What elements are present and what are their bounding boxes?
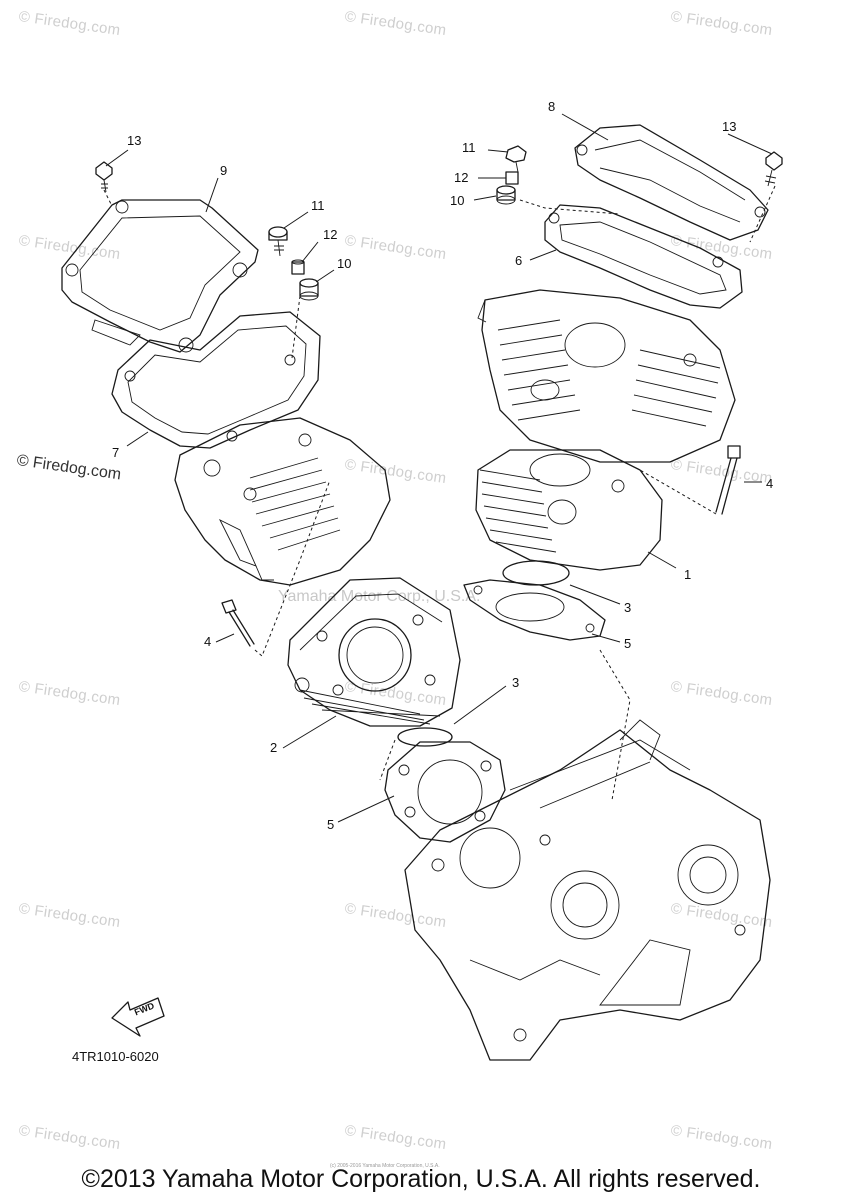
stud-bolt-4-left [221,599,255,647]
callout-4: 4 [204,634,212,649]
head-cover-rear [574,124,769,241]
callout-13: 13 [722,119,737,134]
bolt-11-right [505,145,527,173]
leader-lines [105,113,773,823]
callout-6: 6 [515,253,523,268]
callout-1: 1 [684,567,692,582]
head-cover-gasket-front [111,311,321,449]
cylinder-head-front [174,417,391,586]
cylinder-front [287,577,461,727]
bolt-13-right [764,151,783,187]
cylinder-rear [475,449,663,571]
fwd-arrow [111,997,165,1037]
diagram-code: 4TR1010-6020 [72,1049,159,1064]
head-cover-gasket-rear [544,204,743,309]
copyright-notice: ©2013 Yamaha Motor Corporation, U.S.A. A… [81,1165,761,1193]
bolt-13-left [95,161,113,193]
o-ring-3-lower [397,727,453,747]
callout-10: 10 [450,193,465,208]
callout-10: 10 [337,256,352,271]
cylinder-base-gasket-lower [384,741,506,843]
callout-5: 5 [327,817,335,832]
callout-3: 3 [624,600,632,615]
callout-8: 8 [548,99,556,114]
callout-12: 12 [323,227,338,242]
cylinder-base-gasket-upper [463,579,606,641]
callout-13: 13 [127,133,142,148]
callout-3: 3 [512,675,520,690]
cylinder-head-rear [477,289,736,463]
dowel-12-right [505,171,519,185]
callout-11: 11 [311,198,325,213]
o-ring-3-upper [502,560,570,586]
callout-9: 9 [220,163,228,178]
callout-11: 11 [462,140,476,155]
callout-4: 4 [766,476,774,491]
crankcase [404,719,771,1061]
dowel-12-left [291,259,305,275]
stud-bolt-4-right [715,445,741,515]
bolt-11-left [268,226,288,257]
callout-5: 5 [624,636,632,651]
assembly-lines [103,185,776,801]
seal-10-right [496,185,516,205]
head-cover-front [61,199,259,353]
seal-10-left [299,278,319,301]
callout-2: 2 [270,740,278,755]
callout-12: 12 [454,170,469,185]
fine-print: (c) 2005-2016 Yamaha Motor Corporation, … [330,1163,440,1169]
callout-7: 7 [112,445,120,460]
